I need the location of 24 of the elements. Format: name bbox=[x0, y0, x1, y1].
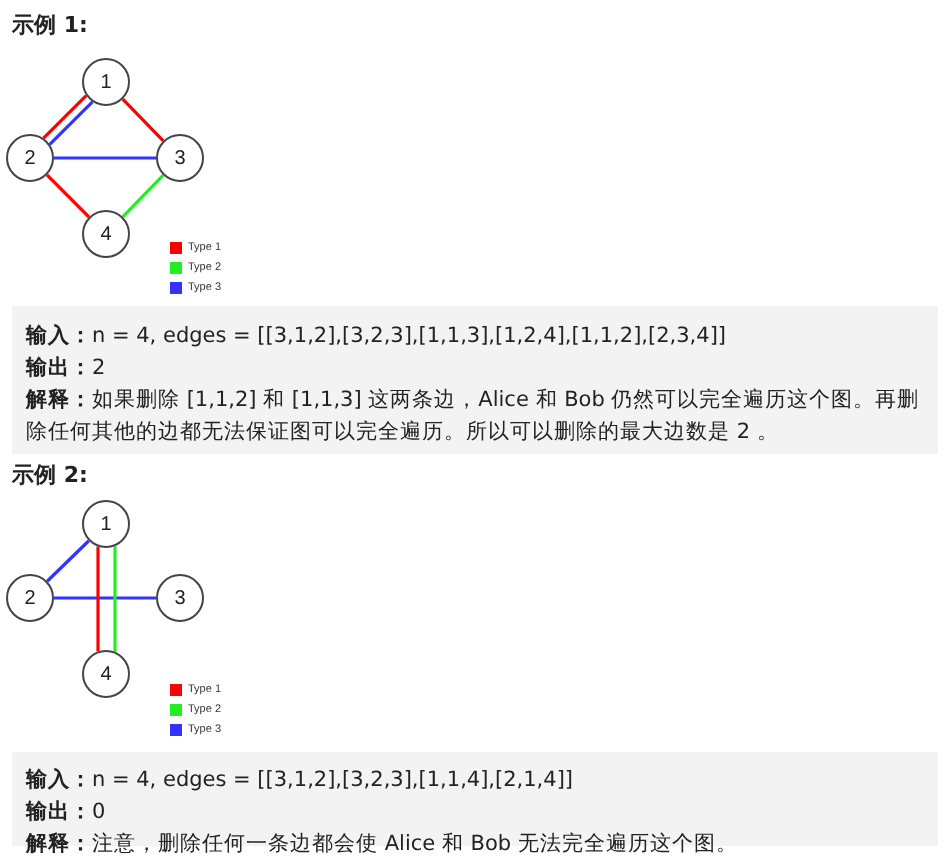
heading: 示例 1: bbox=[12, 10, 90, 42]
node-circle: 1 bbox=[82, 58, 130, 106]
node-circle: 4 bbox=[82, 210, 130, 258]
edge-line bbox=[121, 98, 165, 142]
edge-line bbox=[54, 156, 156, 160]
edge-line bbox=[96, 546, 100, 652]
text-line: 解释：注意，删除任何一条边都会使 Alice 和 Bob 无法完全遍历这个图。 bbox=[26, 830, 740, 860]
text-line: 输出：2 bbox=[26, 354, 108, 384]
edge-line bbox=[54, 596, 156, 600]
text-line: 解释：如果删除 [1,1,2] 和 [1,1,3] 这两条边，Alice 和 Bob 仍然可以完全遍历这个图。再删除任何其他的边都无法保证图可以完全遍历。所以可以删除的最大边数是 2 。 bbox=[26, 386, 920, 448]
text-line: 输出：0 bbox=[26, 798, 108, 828]
node-circle: 3 bbox=[156, 574, 204, 622]
text-line: 输入：n = 4, edges = [[3,1,2],[3,2,3],[1,1,3],[1,2,4],[1,1,2],[2,3,4]] bbox=[26, 322, 729, 352]
edge-line bbox=[121, 174, 165, 218]
edge-line bbox=[113, 546, 117, 652]
node-circle: 4 bbox=[82, 650, 130, 698]
edge-line bbox=[46, 539, 90, 583]
node-circle: 3 bbox=[156, 134, 204, 182]
heading: 示例 2: bbox=[12, 460, 90, 492]
node-circle: 1 bbox=[82, 500, 130, 548]
edge-line bbox=[45, 173, 91, 219]
node-circle: 2 bbox=[6, 574, 54, 622]
text-line: 输入：n = 4, edges = [[3,1,2],[3,2,3],[1,1,4],[2,1,4]] bbox=[26, 766, 576, 796]
node-circle: 2 bbox=[6, 134, 54, 182]
